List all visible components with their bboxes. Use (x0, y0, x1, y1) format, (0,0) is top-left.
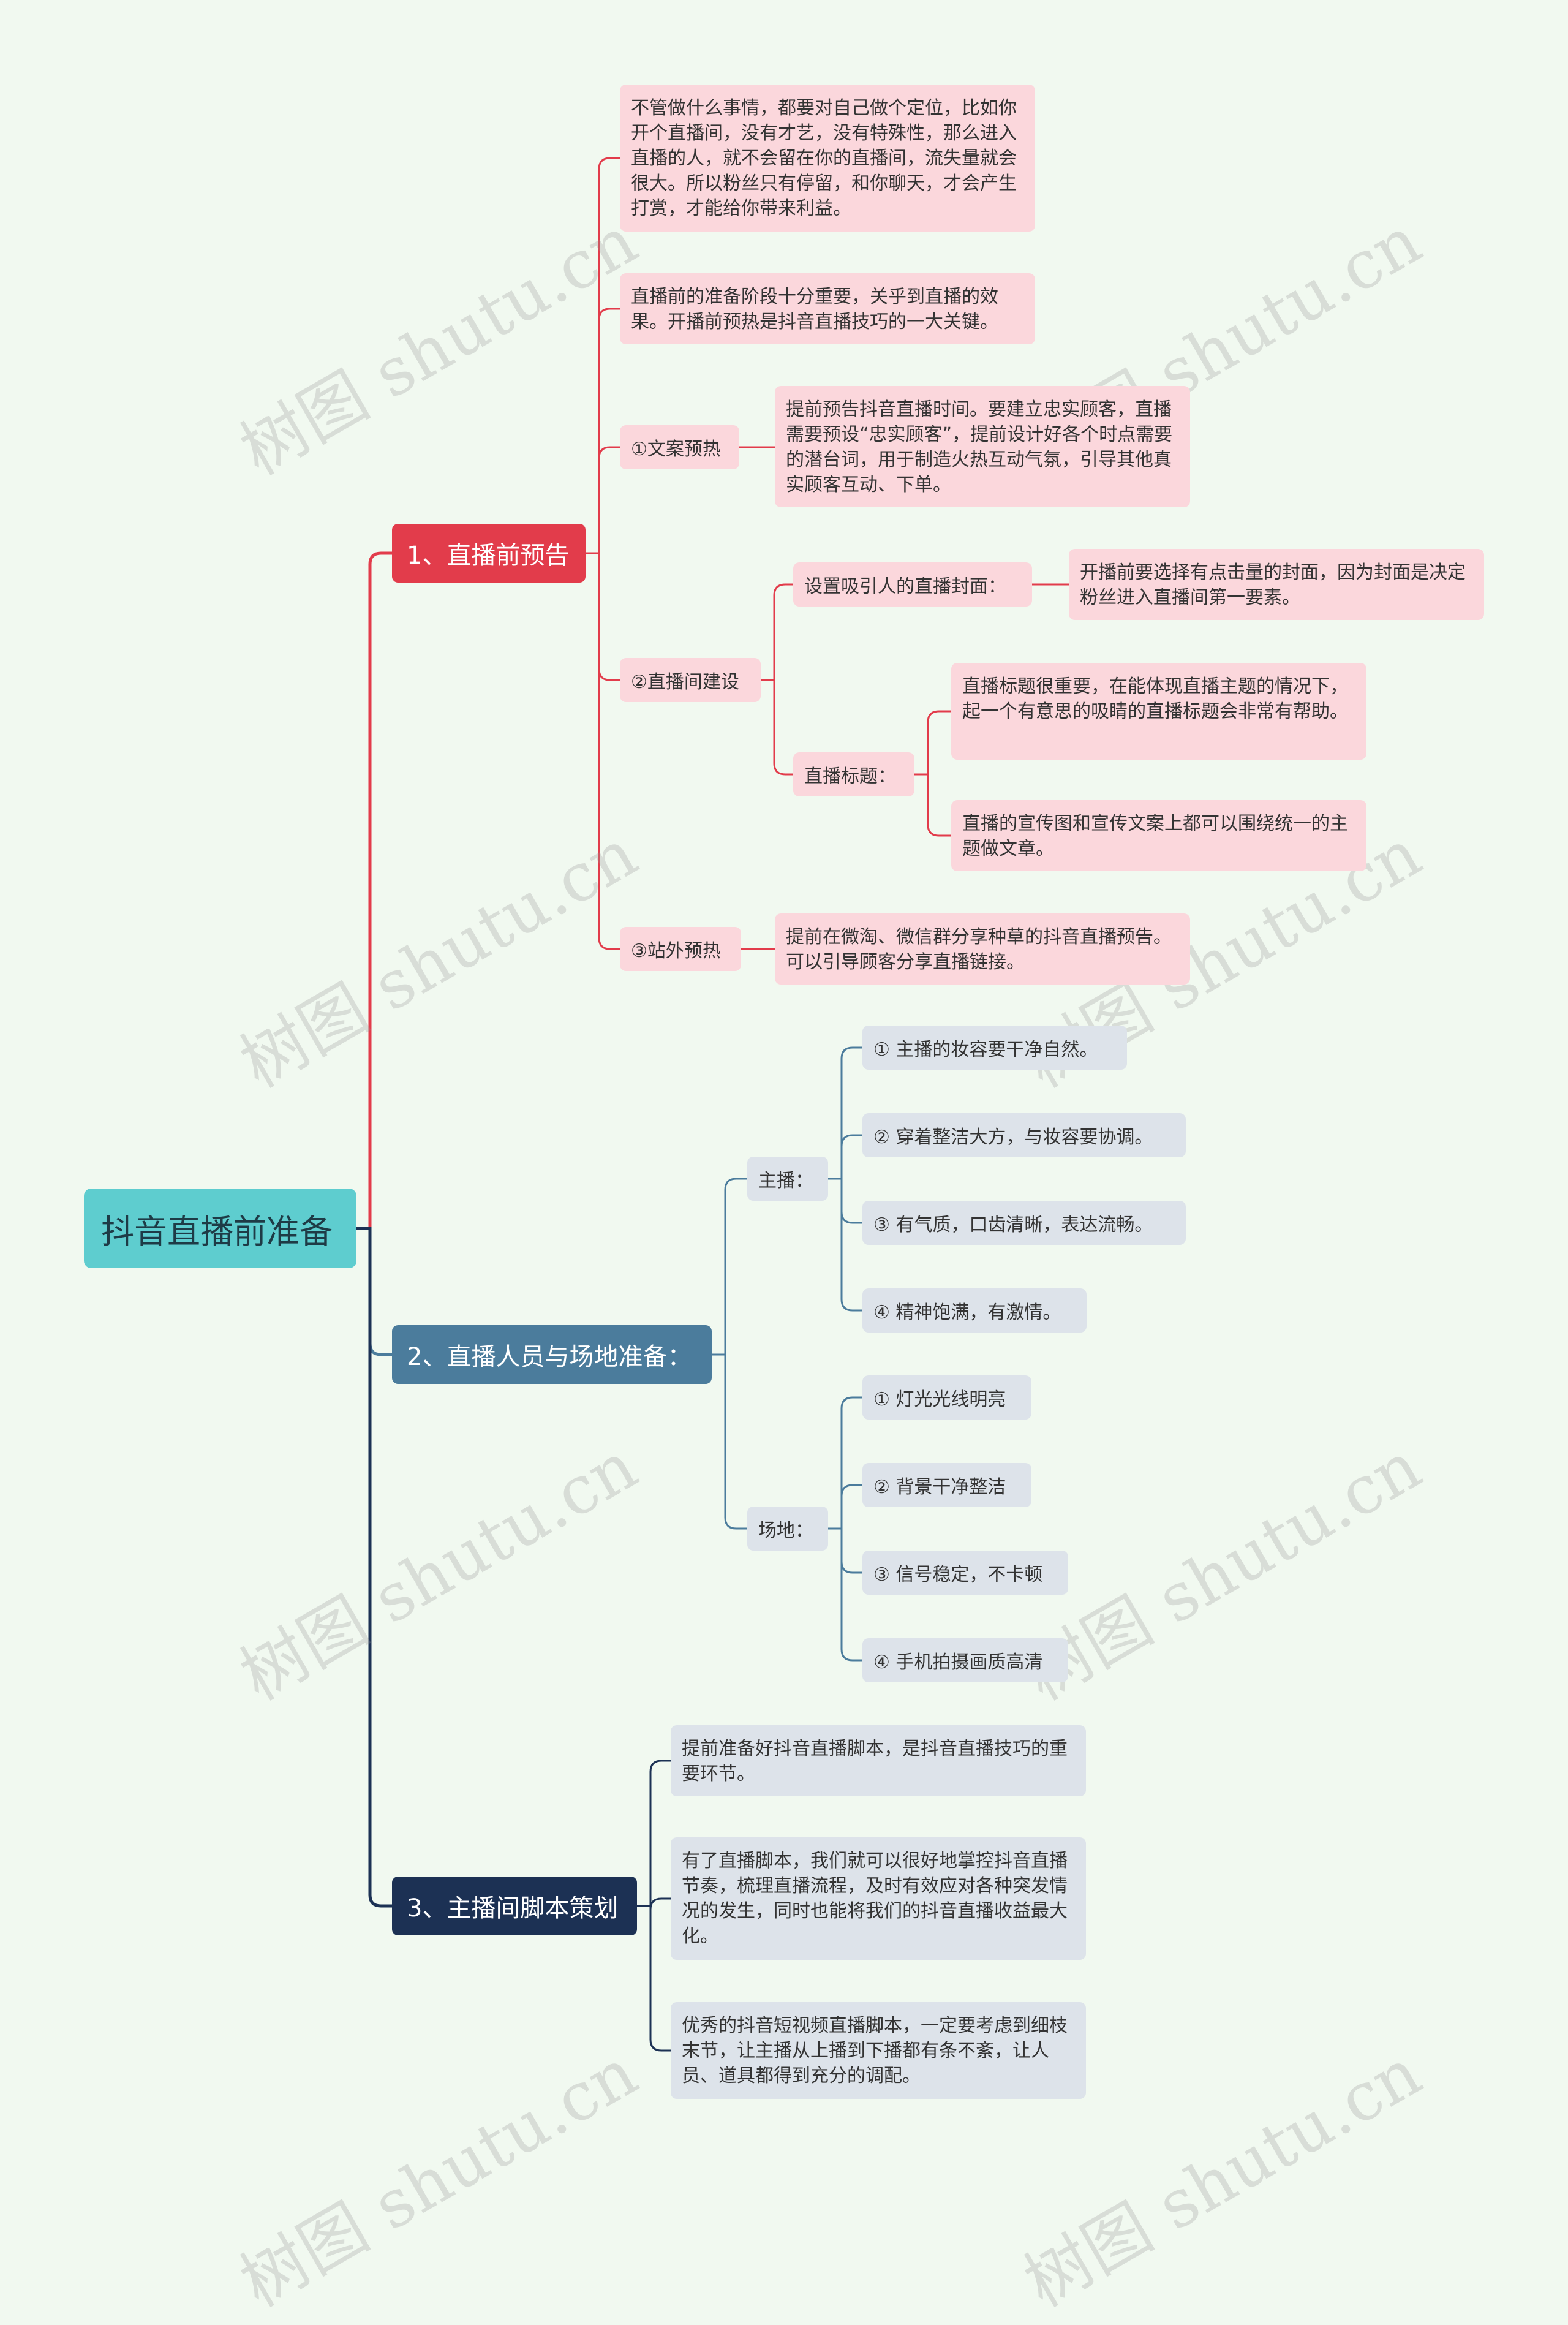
connector (584, 552, 621, 681)
venue-item[interactable]: ② 背景干净整洁 (862, 1463, 1031, 1507)
venue-item[interactable]: ① 灯光光线明亮 (862, 1375, 1031, 1420)
title-label[interactable]: 直播标题： (793, 752, 914, 796)
connector (913, 710, 952, 776)
branch-1-intro-2[interactable]: 直播前的准备阶段十分重要，关乎到直播的效果。开播前预热是抖音直播技巧的一大关键。 (620, 273, 1035, 344)
connector (760, 583, 794, 681)
outside-preheat-text[interactable]: 提前在微淘、微信群分享种草的抖音直播预告。可以引导顾客分享直播链接。 (775, 913, 1190, 985)
connector (584, 157, 621, 554)
connector (827, 1134, 864, 1180)
connector (710, 1353, 748, 1530)
title-text-2[interactable]: 直播的宣传图和宣传文案上都可以围绕统一的主题做文章。 (951, 800, 1366, 871)
connector (584, 446, 621, 554)
cover-text[interactable]: 开播前要选择有点击量的封面，因为封面是决定粉丝进入直播间第一要素。 (1069, 549, 1484, 620)
connector (584, 308, 621, 554)
title-text-1[interactable]: 直播标题很重要，在能体现直播主题的情况下，起一个有意思的吸睛的直播标题会非常有帮… (951, 663, 1366, 760)
copy-preheat-text[interactable]: 提前预告抖音直播时间。要建立忠实顾客，直播需要预设“忠实顾客”，提前设计好各个时… (775, 386, 1190, 507)
connector (827, 1178, 864, 1224)
connector (355, 551, 394, 1230)
connector (913, 773, 952, 837)
connector (636, 1760, 672, 1907)
host-item[interactable]: ② 穿着整洁大方，与妆容要协调。 (862, 1113, 1186, 1157)
connector (827, 1178, 864, 1312)
connector (827, 1484, 864, 1530)
host-label[interactable]: 主播： (747, 1157, 828, 1201)
script-item[interactable]: 提前准备好抖音直播脚本，是抖音直播技巧的重要环节。 (671, 1725, 1086, 1796)
venue-item[interactable]: ④ 手机拍摄画质高清 (862, 1638, 1068, 1682)
connector-lines (355, 157, 1070, 2052)
outside-preheat-label[interactable]: ③站外预热 (620, 927, 741, 971)
connector (355, 1227, 394, 1908)
room-build-label[interactable]: ②直播间建设 (620, 658, 761, 702)
venue-item[interactable]: ③ 信号稳定，不卡顿 (862, 1551, 1068, 1595)
connector (827, 1527, 864, 1662)
branch-1-node[interactable]: 1、直播前预告 (392, 524, 586, 583)
venue-label[interactable]: 场地： (747, 1507, 828, 1551)
connector (827, 1527, 864, 1574)
branch-2-node[interactable]: 2、直播人员与场地准备： (392, 1325, 712, 1384)
cover-label[interactable]: 设置吸引人的直播封面： (793, 562, 1032, 607)
connector (636, 1897, 672, 1910)
script-item[interactable]: 优秀的抖音短视频直播脚本，一定要考虑到细枝末节，让主播从上播到下播都有条不紊，让… (671, 2002, 1086, 2099)
connector (827, 1396, 864, 1530)
connector (355, 1227, 394, 1356)
connector (710, 1178, 748, 1356)
branch-1-intro-1[interactable]: 不管做什么事情，都要对自己做个定位，比如你开个直播间，没有才艺，没有特殊性，那么… (620, 85, 1035, 232)
copy-preheat-label[interactable]: ①文案预热 (620, 425, 739, 469)
connector (760, 679, 794, 776)
host-item[interactable]: ① 主播的妆容要干净自然。 (862, 1026, 1127, 1070)
connector (584, 552, 621, 950)
host-item[interactable]: ③ 有气质，口齿清晰，表达流畅。 (862, 1201, 1186, 1245)
script-item[interactable]: 有了直播脚本，我们就可以很好地掌控抖音直播节奏，梳理直播流程，及时有效应对各种突… (671, 1837, 1086, 1960)
connector (636, 1905, 672, 2052)
root-node[interactable]: 抖音直播前准备 (84, 1189, 356, 1268)
host-item[interactable]: ④ 精神饱满，有激情。 (862, 1288, 1087, 1333)
mind-map: 树图 shutu.cn 树图 shutu.cn 树图 shutu.cn 树图 s… (84, 85, 1484, 2322)
branch-3-node[interactable]: 3、主播间脚本策划 (392, 1877, 637, 1935)
connector (827, 1046, 864, 1180)
